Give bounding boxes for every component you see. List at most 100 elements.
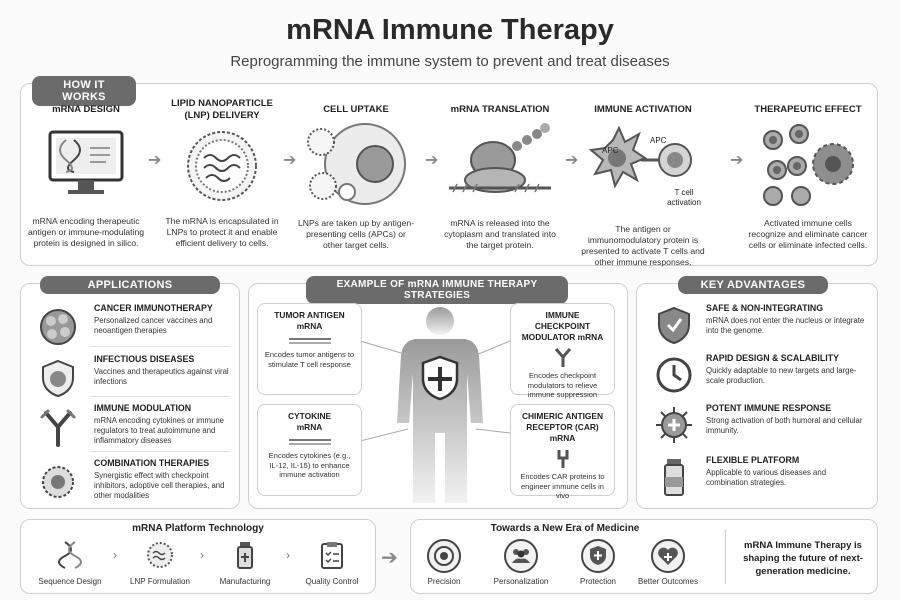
- tumor-cells-icon: [40, 309, 76, 345]
- divider: [725, 530, 726, 584]
- heart-plus-icon: [651, 539, 685, 573]
- step-mrna-translation: mRNA TRANSLATION mRNA is released into t…: [440, 98, 560, 251]
- new-era-title: Towards a New Era of Medicine: [490, 523, 640, 534]
- arrow-icon: ➔: [565, 152, 579, 169]
- step-text: The antigen or immunomodulatory protein …: [581, 224, 705, 267]
- cell-uptake-icon: [307, 123, 406, 205]
- how-it-works-label: HOW IT WORKS: [32, 76, 136, 106]
- divider: [90, 396, 230, 397]
- lnp-icon: [147, 542, 173, 568]
- step-title: THERAPEUTIC EFFECT: [754, 104, 862, 115]
- divider: [90, 346, 230, 347]
- adv-title: RAPID DESIGN & SCALABILITY: [706, 353, 839, 363]
- app-cancer: CANCER IMMUNOTHERAPY Personalized cancer…: [34, 303, 234, 355]
- step-text: Activated immune cells recognize and eli…: [748, 218, 868, 250]
- strategy-title: TUMOR ANTIGEN mRNA: [274, 310, 345, 331]
- app-text: Personalized cancer vaccines and neoanti…: [94, 316, 213, 335]
- strategy-title: CYTOKINE mRNA: [288, 411, 332, 432]
- antibody-icon: [554, 348, 571, 367]
- app-immune-modulation: IMMUNE MODULATION mRNA encoding cytokine…: [34, 403, 234, 455]
- human-figure-icon: [397, 307, 483, 503]
- tcell-label: T cell activation: [667, 188, 701, 207]
- strategy-car: CHIMERIC ANTIGEN RECEPTOR (CAR) mRNA Enc…: [510, 404, 615, 500]
- step-immune-activation: IMMUNE ACTIVATION APC APC T cell activat…: [578, 98, 708, 268]
- step-title: mRNA TRANSLATION: [450, 104, 550, 115]
- divider: [90, 451, 230, 452]
- app-text: mRNA encoding cytokines or immune regula…: [94, 416, 225, 445]
- strategy-tumor-antigen: TUMOR ANTIGEN mRNA Encodes tumor antigen…: [257, 303, 362, 395]
- clipboard-icon: [321, 542, 343, 569]
- lipid-nanoparticle-icon: [187, 131, 257, 201]
- step-text: The mRNA is encapsulated in LNPs to prot…: [165, 216, 279, 248]
- chevron-right-icon: ›: [113, 548, 117, 562]
- adv-text: Applicable to various diseases and combi…: [706, 468, 827, 487]
- adv-title: FLEXIBLE PLATFORM: [706, 455, 800, 465]
- adv-text: Quickly adaptable to new targets and lar…: [706, 366, 857, 385]
- shield-icon: [658, 306, 690, 345]
- adv-rapid: RAPID DESIGN & SCALABILITY Quickly adapt…: [652, 353, 872, 401]
- step-title: LIPID NANOPARTICLE (LNP) DELIVERY: [171, 98, 273, 121]
- strategies-label: EXAMPLE OF mRNA IMMUNE THERAPY STRATEGIE…: [306, 276, 568, 304]
- platform-title: mRNA Platform Technology: [132, 523, 264, 534]
- vial-icon: [237, 542, 253, 569]
- adv-flexible: FLEXIBLE PLATFORM Applicable to various …: [652, 455, 872, 503]
- platform-step-label: Manufacturing: [219, 577, 271, 586]
- people-icon: [504, 539, 538, 573]
- arrow-icon: ➔: [148, 152, 162, 169]
- app-text: Vaccines and therapeutics against viral …: [94, 367, 229, 386]
- strategy-title: IMMUNE CHECKPOINT MODULATOR mRNA: [521, 310, 604, 342]
- era-item-label: Protection: [579, 577, 617, 586]
- step-text: mRNA is released into the cytoplasm and …: [444, 218, 556, 250]
- immune-burst-icon: [656, 407, 692, 443]
- adv-text: Strong activation of both humoral and ce…: [706, 416, 863, 435]
- adv-title: SAFE & NON-INTEGRATING: [706, 303, 824, 313]
- strategy-cytokine: CYTOKINE mRNA Encodes cytokines (e.g., I…: [257, 404, 362, 496]
- apc-label-2: APC: [650, 136, 667, 145]
- strategy-title: CHIMERIC ANTIGEN RECEPTOR (CAR) mRNA: [521, 411, 604, 443]
- era-item-label: Precision: [427, 577, 461, 586]
- chevron-right-icon: ›: [286, 548, 290, 562]
- app-title: IMMUNE MODULATION: [94, 403, 192, 413]
- immune-cells-icon: [763, 124, 854, 206]
- chevron-right-icon: ›: [200, 548, 204, 562]
- tagline: mRNA Immune Therapy is shaping the futur…: [743, 540, 863, 577]
- monitor-dna-icon: [48, 130, 124, 194]
- step-cell-uptake: CELL UPTAKE LNPs are taken up by antigen…: [296, 98, 416, 251]
- step-title: IMMUNE ACTIVATION: [594, 104, 692, 115]
- apc-label: APC: [602, 146, 619, 155]
- strategy-text: Encodes cytokines (e.g., IL-12, IL-15) t…: [268, 451, 351, 479]
- arrow-icon: ➔: [283, 152, 297, 169]
- step-text: LNPs are taken up by antigen-presenting …: [297, 218, 415, 250]
- app-combination: COMBINATION THERAPIES Synergistic effect…: [34, 458, 234, 510]
- platform-panel: [20, 519, 376, 594]
- app-title: COMBINATION THERAPIES: [94, 458, 210, 468]
- clock-icon: [656, 357, 692, 393]
- strategy-checkpoint: IMMUNE CHECKPOINT MODULATOR mRNA Encodes…: [510, 303, 615, 399]
- arrow-icon: ➔: [730, 152, 744, 169]
- shield-virus-icon: [42, 359, 74, 398]
- adv-potent: POTENT IMMUNE RESPONSE Strong activation…: [652, 403, 872, 451]
- connector-lines: [359, 340, 511, 442]
- shield-plus-icon: [581, 539, 615, 573]
- antibody-icon: [40, 409, 76, 447]
- step-lnp-delivery: LIPID NANOPARTICLE (LNP) DELIVERY The mR…: [162, 98, 282, 249]
- dna-icon: [58, 541, 82, 569]
- platform-step-label: LNP Formulation: [130, 577, 190, 586]
- page-subtitle: Reprogramming the immune system to preve…: [230, 53, 670, 70]
- new-era-panel: [410, 519, 878, 594]
- how-it-works-panel: [20, 83, 878, 266]
- applications-label: APPLICATIONS: [40, 276, 220, 294]
- step-title: mRNA DESIGN: [52, 104, 120, 115]
- step-text: mRNA encoding therapeutic antigen or imm…: [27, 216, 145, 248]
- strategy-text: Encodes tumor antigens to stimulate T ce…: [264, 350, 355, 369]
- era-item-label: Better Outcomes: [637, 577, 699, 586]
- apc-tcell-icon: [588, 125, 692, 189]
- platform-step-label: Sequence Design: [38, 577, 102, 586]
- strategy-text: Encodes checkpoint modulators to relieve…: [527, 371, 598, 399]
- step-title: CELL UPTAKE: [323, 104, 389, 115]
- adv-safe: SAFE & NON-INTEGRATING mRNA does not ent…: [652, 303, 872, 351]
- advantages-label: KEY ADVANTAGES: [678, 276, 828, 294]
- app-text: Synergistic effect with checkpoint inhib…: [94, 471, 225, 500]
- receptor-icon: [557, 450, 568, 468]
- dna-strand-icon: [288, 439, 331, 445]
